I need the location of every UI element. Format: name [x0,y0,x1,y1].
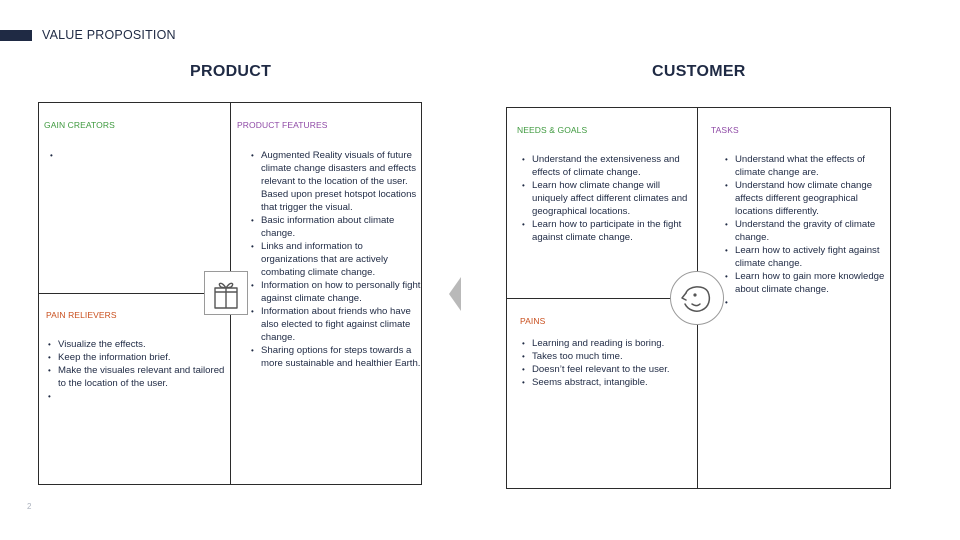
list-item [48,390,228,403]
face-icon [670,271,724,325]
customer-title: CUSTOMER [652,63,746,80]
header-accent-bar [0,30,32,41]
list-item: Understand how climate change affects di… [725,179,895,218]
gift-icon [204,271,248,315]
page-title: VALUE PROPOSITION [42,28,176,42]
product-title: PRODUCT [190,63,272,80]
pain-relievers-list: Visualize the effects.Keep the informati… [47,338,228,403]
list-item: Doesn’t feel relevant to the user. [522,363,702,376]
customer-divider-horizontal [506,298,697,299]
list-item: Information on how to personally fight a… [251,279,421,305]
page-number: 2 [27,502,32,511]
list-item: Information about friends who have also … [251,305,421,344]
tasks-label: TASKS [711,125,739,135]
list-item: Make the visuales relevant and tailored … [48,364,228,390]
gain-creators-label: GAIN CREATORS [44,120,115,130]
list-item: Learning and reading is boring. [522,337,702,350]
list-item [725,296,895,309]
pains-label: PAINS [520,316,546,326]
product-features-list: Augmented Reality visuals of future clim… [250,149,421,370]
list-item: Understand the gravity of climate change… [725,218,895,244]
gain-creators-list [49,149,230,162]
list-item: Learn how to gain more knowledge about c… [725,270,895,296]
pain-relievers-label: PAIN RELIEVERS [46,310,117,320]
needs-goals-label: NEEDS & GOALS [517,125,588,135]
list-item: Augmented Reality visuals of future clim… [251,149,421,214]
product-divider-horizontal [38,293,230,294]
arrow-left-icon [449,277,461,311]
list-item: Basic information about climate change. [251,214,421,240]
list-item: Seems abstract, intangible. [522,376,702,389]
list-item: Links and information to organizations t… [251,240,421,279]
list-item: Learn how climate change will uniquely a… [522,179,692,218]
list-item: Understand the extensiveness and effects… [522,153,692,179]
pains-list: Learning and reading is boring.Takes too… [521,337,702,389]
list-item [50,149,230,162]
list-item: Sharing options for steps towards a more… [251,344,421,370]
list-item: Learn how to actively fight against clim… [725,244,895,270]
tasks-list: Understand what the effects of climate c… [724,153,895,309]
list-item: Keep the information brief. [48,351,228,364]
product-features-label: PRODUCT FEATURES [237,120,328,130]
needs-goals-list: Understand the extensiveness and effects… [521,153,692,244]
list-item: Visualize the effects. [48,338,228,351]
list-item: Learn how to participate in the fight ag… [522,218,692,244]
list-item: Understand what the effects of climate c… [725,153,895,179]
list-item: Takes too much time. [522,350,702,363]
